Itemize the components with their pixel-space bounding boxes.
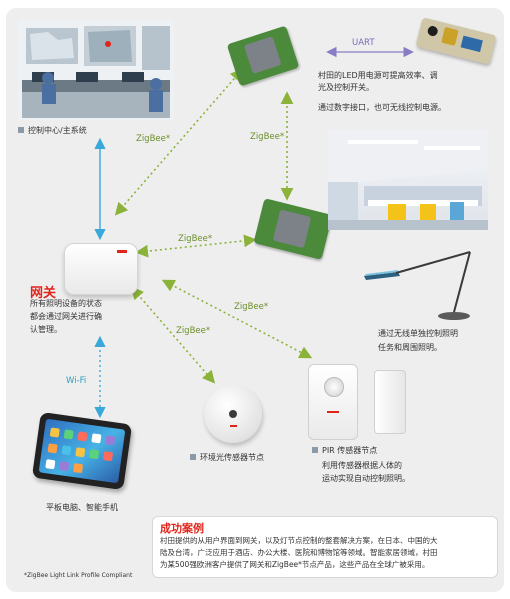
led-driver-desc-2: 光及控制开关。 [318,83,374,92]
brand-mark [117,250,127,253]
gateway-device [64,243,138,295]
zigbee-label-4: ZigBee* [234,302,269,312]
success-case-box [152,516,498,578]
wifi-label: Wi-Fi [66,376,87,386]
bullet-square-icon [312,447,318,453]
pir-label-row: PIR 传感器节点 [312,445,377,457]
control-center-label: 控制中心/主系统 [28,126,87,135]
office-image [328,130,488,230]
gateway-title: 网关 [30,286,57,301]
pir-desc-2: 运动实现自动控制照明。 [322,474,410,483]
zigbee-label-1: ZigBee* [136,134,171,144]
ambient-sensor-label: 环境光传感器节点 [200,453,264,462]
tablet-label: 平板电脑、智能手机 [46,503,118,512]
zigbee-label-2: ZigBee* [250,132,285,142]
ambient-light-sensor [204,385,262,443]
tablet-device [31,411,133,491]
gateway-desc-1: 所有照明设备的状态 [30,299,102,308]
link-zigbee-gateway-pir [161,279,313,359]
led-driver-desc-3: 通过数字接口，也可无线控制电源。 [318,103,446,112]
bullet-square-icon [18,127,24,133]
pir-sensor-front [308,364,358,440]
success-case-title: 成功案例 [160,522,204,535]
success-case-line-1: 村田提供的从用户界面到网关，以及灯节点控制的整套解决方案，在日本、中国的大 [160,536,438,545]
zigbee-label-3: ZigBee* [178,234,213,244]
led-driver-desc-1: 村田的LED用电源可提高效率、调 [318,71,438,80]
success-case-line-3: 为某500强欧洲客户提供了网关和ZigBee*节点产品，这些产品在全球广被采用。 [160,560,430,569]
footnote: *ZigBee Light Link Profile Compliant [24,572,133,579]
lamp-desc-2: 任务和周围照明。 [378,343,442,352]
tablet-screen [38,418,126,484]
ambient-sensor-label-row: 环境光传感器节点 [190,452,264,464]
pir-label: PIR 传感器节点 [322,446,378,455]
link-zigbee-control-module [114,68,244,216]
control-room-image [18,20,174,120]
module-chip [272,209,312,249]
link-zigbee-gateway-module [135,234,257,258]
desk-lamp-image [364,251,471,320]
pir-desc-1: 利用传感器根据人体的 [322,461,402,470]
gateway-desc-3: 认管理。 [30,325,62,334]
module-chip [243,36,282,74]
success-case-line-2: 陆及台湾，广泛应用于酒店、办公大楼、医院和博物馆等领域。智能家居领域，村田 [160,548,438,557]
gateway-desc-2: 都会通过网关进行确 [30,312,102,321]
control-center-label-row: 控制中心/主系统 [18,125,87,137]
pir-sensor-side [374,370,406,434]
zigbee-label-5: ZigBee* [176,326,211,336]
uart-label: UART [352,38,375,48]
lamp-desc-1: 通过无线单独控制照明 [378,329,458,338]
bullet-square-icon [190,454,196,460]
